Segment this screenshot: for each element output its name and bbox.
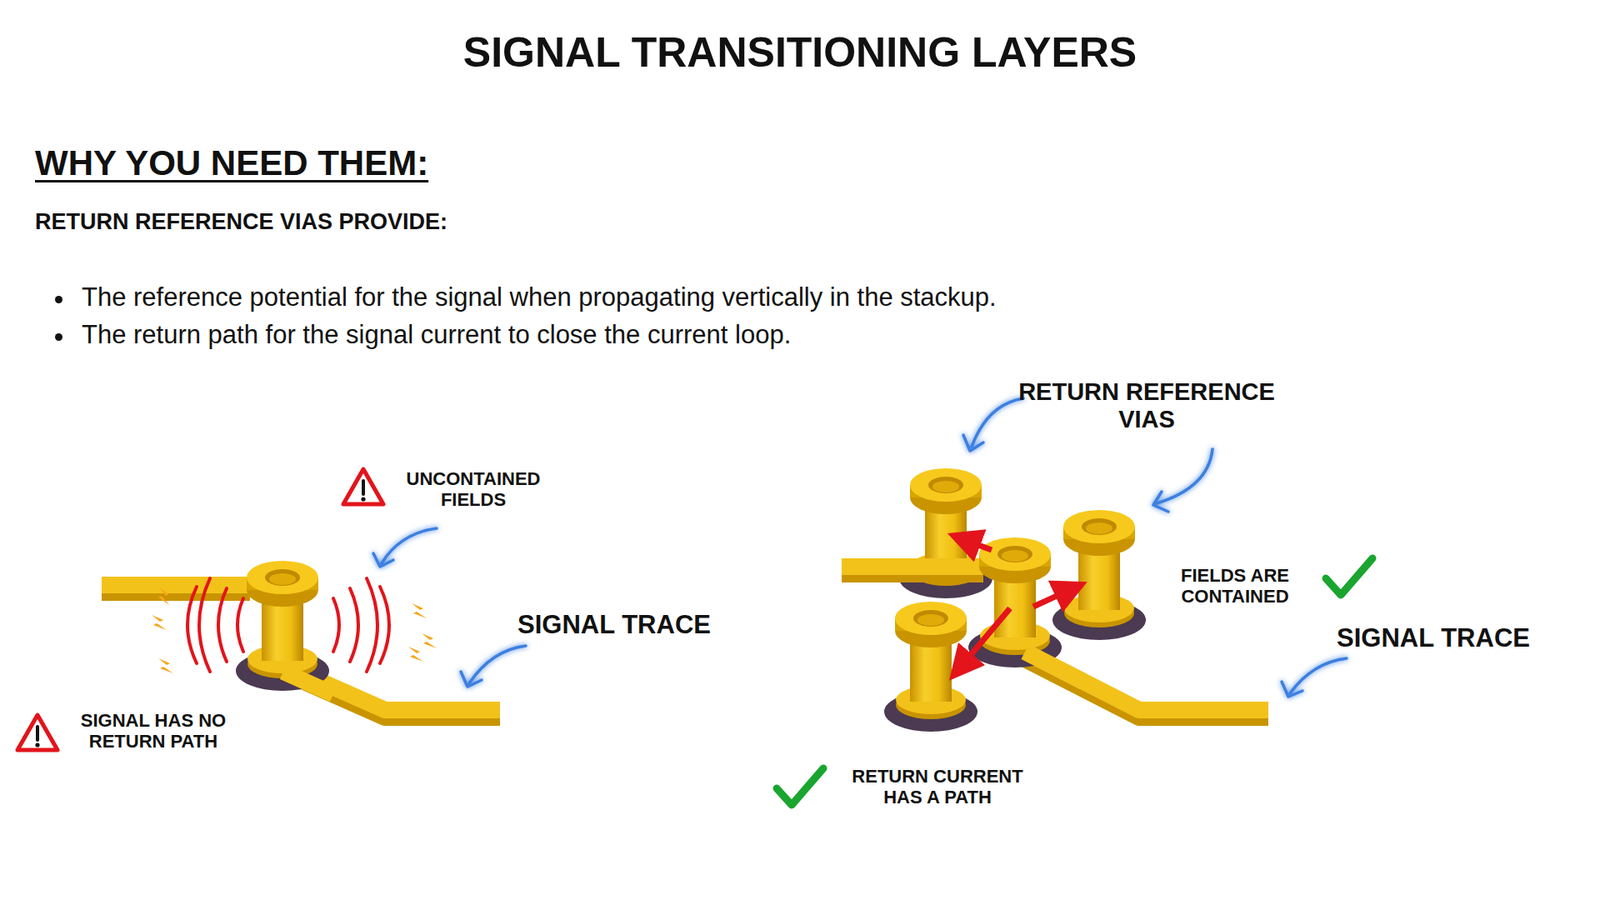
page-title: SIGNAL TRANSITIONING LAYERS [463,29,1137,78]
warning-label: SIGNAL HAS NO RETURN PATH [61,710,245,753]
bullet-text: The return path for the signal current t… [35,320,791,350]
status-label: FIELDS ARE CONTAINED [1160,565,1310,608]
subheading: RETURN REFERENCE VIAS PROVIDE: [35,209,448,235]
section-heading: WHY YOU NEED THEM: [35,143,429,184]
leader-arrows [373,398,1347,697]
status-label: RETURN CURRENT HAS A PATH [837,765,1038,809]
bullet-text: The reference potential for the signal w… [35,282,997,313]
via-label: RETURN REFERENCE VIAS [1017,378,1276,435]
bare-via-figure [17,469,500,750]
trace-label: SIGNAL TRACE [517,610,711,640]
warning-label: UNCONTAINED FIELDS [394,468,553,511]
stitched-via-figure [776,468,1373,805]
trace-label: SIGNAL TRACE [1336,623,1530,654]
